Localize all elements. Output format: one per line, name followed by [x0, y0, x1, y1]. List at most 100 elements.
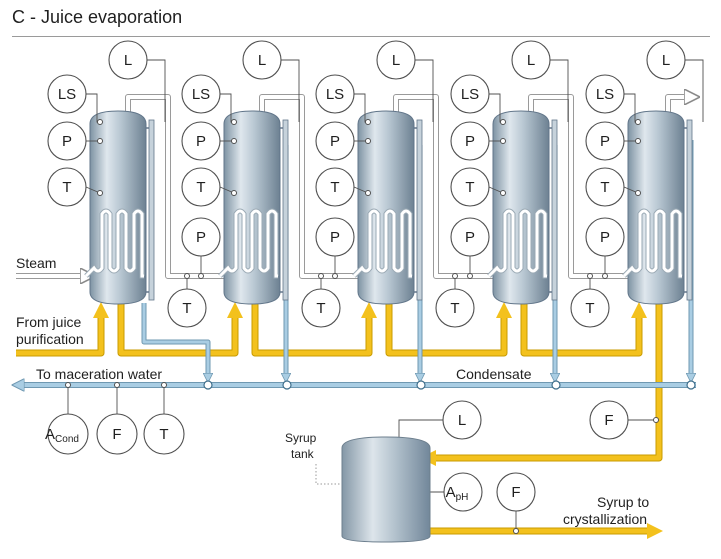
pressure-transmitter-4: P [450, 121, 490, 161]
evaporator-5 [622, 110, 693, 305]
vapour-line-4 [528, 94, 641, 279]
vapour-temperature-transmitter-4: T [570, 288, 610, 328]
svg-text:LS: LS [58, 86, 76, 103]
level-transmitter-5: L [646, 40, 686, 80]
svg-text:F: F [604, 412, 613, 429]
syrup-outlet-label-line2: crystallization [563, 511, 647, 527]
level-signal-3 [415, 59, 434, 122]
heating-coil-1 [84, 209, 144, 278]
syrup-outlet-flow-meter: F [496, 472, 536, 512]
svg-text:T: T [465, 179, 474, 196]
level-signal-5 [685, 59, 704, 122]
maceration-water-label: To maceration water [36, 366, 162, 382]
condensate-trap-3 [416, 380, 426, 390]
vapour-lines [16, 97, 692, 276]
vapour-line-3 [393, 94, 506, 279]
juice-transfer-1 [117, 301, 244, 357]
conductivity-analyser: ACond [45, 413, 89, 455]
juice-transfer-3 [385, 301, 513, 357]
vapour-pressure-transmitter-5: P [585, 217, 625, 257]
condensate-flow-meter: F [96, 413, 138, 455]
svg-text:P: P [465, 229, 475, 246]
svg-text:L: L [124, 52, 132, 69]
svg-text:LS: LS [192, 86, 210, 103]
svg-text:F: F [511, 484, 520, 501]
vapour-line-1 [125, 94, 237, 279]
svg-text:P: P [330, 133, 340, 150]
vapour-pressure-transmitter-4: P [450, 217, 490, 257]
svg-text:L: L [458, 412, 466, 429]
temperature-transmitter-1: T [47, 167, 87, 207]
juice-transfer-2 [251, 301, 378, 357]
vapour-line-2 [259, 94, 371, 279]
vapour-outlet [665, 97, 692, 113]
svg-text:T: T [159, 426, 168, 443]
page-title: C - Juice evaporation [12, 7, 183, 27]
level-gauge-3 [416, 119, 423, 301]
level-signal-2 [281, 59, 300, 122]
svg-text:L: L [527, 52, 535, 69]
syrup-tank-label-line2: tank [291, 447, 315, 461]
svg-text:L: L [392, 52, 400, 69]
svg-text:P: P [465, 133, 475, 150]
temperature-transmitter-3: T [315, 167, 355, 207]
tank-level-transmitter: L [442, 400, 482, 440]
pressure-transmitter-3: P [315, 121, 355, 161]
syrup-tank [341, 436, 431, 543]
vapour-pressure-transmitter-2: P [181, 217, 221, 257]
vapour-pressure-transmitter-3: P [315, 217, 355, 257]
evaporator-2 [218, 110, 289, 305]
level-gauge-5 [686, 119, 693, 301]
juice-lines [16, 301, 664, 540]
vapour-temperature-transmitter-3: T [435, 288, 475, 328]
evaporator-1 [84, 110, 155, 305]
evaporator-vessels [84, 110, 693, 305]
syrup-to-tank-line [419, 303, 663, 467]
level-switch-3: LS [315, 74, 355, 114]
svg-text:T: T [182, 300, 191, 317]
svg-text:T: T [450, 300, 459, 317]
svg-text:P: P [600, 229, 610, 246]
svg-text:L: L [662, 52, 670, 69]
level-switch-4: LS [450, 74, 490, 114]
juice-inlet-line [16, 301, 110, 357]
svg-text:T: T [196, 179, 205, 196]
svg-text:F: F [112, 426, 121, 443]
condensate-trap-5 [686, 380, 696, 390]
condensate-trap-1 [203, 380, 213, 390]
juice-transfer-4 [520, 301, 648, 357]
vapour-temperature-transmitter-1: T [167, 288, 207, 328]
heating-coil-3 [352, 209, 412, 278]
svg-text:LS: LS [596, 86, 614, 103]
heating-coil-2 [218, 209, 278, 278]
condensate-label: Condensate [456, 366, 532, 382]
syrup-outlet-label-line1: Syrup to [597, 494, 649, 510]
level-switch-1: LS [47, 74, 87, 114]
juice-inlet-label-line1: From juice [16, 314, 82, 330]
tank-ph-analyser: ApH [443, 472, 483, 512]
level-gauge-4 [551, 119, 558, 301]
evaporator-3 [352, 110, 423, 305]
svg-text:LS: LS [326, 86, 344, 103]
pressure-transmitter-5: P [585, 121, 625, 161]
level-signal-4 [550, 59, 569, 122]
syrup-flow-meter: F [589, 400, 629, 440]
svg-text:P: P [196, 229, 206, 246]
title-divider [12, 36, 710, 37]
pressure-transmitter-2: P [181, 121, 221, 161]
level-transmitter-2: L [242, 40, 282, 80]
condensate-trap-2 [282, 380, 292, 390]
svg-text:T: T [585, 300, 594, 317]
level-signal-1 [147, 59, 166, 122]
juice-inlet-label-line2: purification [16, 331, 84, 347]
temperature-transmitter-4: T [450, 167, 490, 207]
svg-text:P: P [600, 133, 610, 150]
svg-text:T: T [62, 179, 71, 196]
svg-text:T: T [330, 179, 339, 196]
level-switch-2: LS [181, 74, 221, 114]
level-transmitter-4: L [511, 40, 551, 80]
steam-label: Steam [16, 255, 56, 271]
evaporator-4 [487, 110, 558, 305]
